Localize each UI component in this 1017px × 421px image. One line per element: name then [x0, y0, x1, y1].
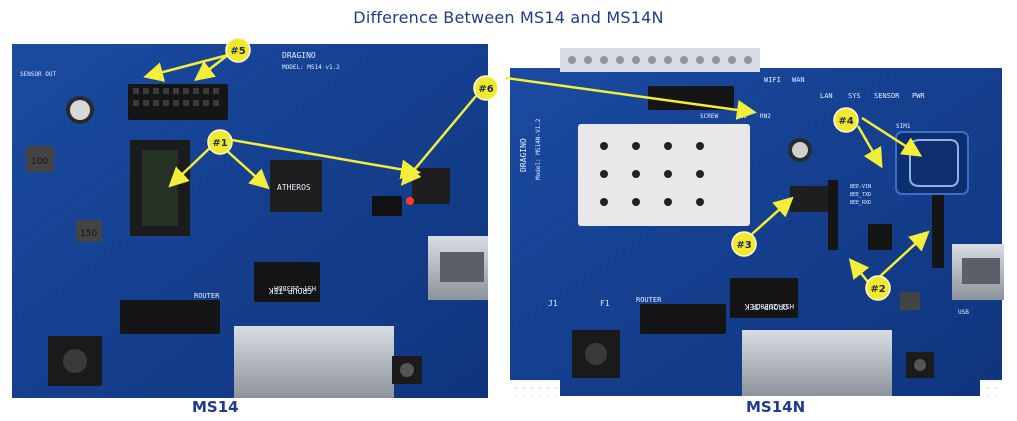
bee-header	[932, 176, 944, 268]
svg-text:#3: #3	[736, 240, 751, 251]
svg-text:#4: #4	[838, 116, 853, 127]
svg-text:DRAGINO: DRAGINO	[282, 51, 316, 60]
svg-text:GROUP-TEK: GROUP-TEK	[268, 286, 312, 295]
ethernet-port	[234, 326, 394, 398]
svg-text:Model: MS14N-V1.2: Model: MS14N-V1.2	[535, 118, 542, 180]
svg-text:#6: #6	[478, 84, 493, 95]
router-header-right	[640, 304, 726, 334]
router-header	[120, 300, 220, 334]
ms14n-label: MS14N	[746, 398, 806, 416]
callout-6: #6	[473, 75, 499, 101]
svg-text:100: 100	[31, 157, 48, 167]
callout-3: #3	[731, 231, 757, 257]
callout-2: #2	[865, 275, 891, 301]
svg-text:#1: #1	[212, 138, 227, 149]
ms14-board: ATHEROS 100 150 GROUP-TEK HST-2038DR ROU…	[12, 44, 488, 398]
svg-text:ROUTER: ROUTER	[636, 296, 662, 304]
svg-text:WAN: WAN	[792, 76, 805, 84]
svg-text:SENSOR: SENSOR	[874, 92, 900, 100]
atheros-label: ATHEROS	[277, 183, 311, 192]
svg-text:PWR: PWR	[912, 92, 925, 100]
svg-text:#5: #5	[230, 46, 245, 57]
ethernet-port-right	[742, 330, 892, 396]
atheros-soc-chip	[270, 160, 322, 212]
svg-text:ROUTER: ROUTER	[194, 292, 220, 300]
svg-text:WIFI: WIFI	[764, 76, 781, 84]
svg-text:SENSOR OUT: SENSOR OUT	[20, 71, 57, 78]
svg-text:SYS: SYS	[848, 92, 861, 100]
svg-text:HST-2038DR: HST-2038DR	[751, 302, 794, 310]
callout-4: #4	[833, 107, 859, 133]
top-pin-strip	[560, 48, 760, 72]
lan-transformer-right	[730, 278, 798, 318]
red-led	[406, 197, 414, 205]
callout-1: #1	[207, 129, 233, 155]
svg-text:#2: #2	[870, 284, 885, 295]
svg-text:BEE_RXD: BEE_RXD	[850, 200, 871, 206]
flash-chip	[412, 168, 450, 204]
ms14-label: MS14	[192, 398, 239, 416]
ic-chip	[790, 186, 830, 212]
ms14n-board: GROUP-TEK HST-2038DR ROUTER DRAGINO Mode…	[510, 48, 1004, 396]
svg-text:LAN: LAN	[820, 92, 833, 100]
svg-text:DRAGINO: DRAGINO	[519, 138, 528, 172]
svg-text:GROUP-TEK: GROUP-TEK	[744, 302, 788, 311]
svg-text:BEE_TXD: BEE_TXD	[850, 192, 871, 198]
lan-transformer	[254, 262, 320, 302]
svg-text:BEE-VIN: BEE-VIN	[850, 184, 871, 190]
callout-arrows	[143, 53, 930, 283]
svg-text:USB: USB	[958, 309, 969, 316]
svg-text:SIM1: SIM1	[896, 123, 911, 130]
callout-5: #5	[225, 37, 251, 63]
svg-text:HST-2038DR: HST-2038DR	[273, 284, 316, 292]
wifi-module-shield	[578, 124, 750, 226]
svg-text:RN2: RN2	[760, 113, 771, 120]
svg-text:RN1: RN1	[736, 113, 747, 120]
svg-text:J1: J1	[548, 299, 558, 308]
svg-text:SCREW: SCREW	[700, 113, 718, 120]
page-title: Difference Between MS14 and MS14N	[353, 8, 664, 27]
svg-text:F1: F1	[600, 299, 610, 308]
svg-text:150: 150	[80, 229, 97, 239]
svg-text:MODEL: MS14 v1.2: MODEL: MS14 v1.2	[282, 64, 340, 71]
